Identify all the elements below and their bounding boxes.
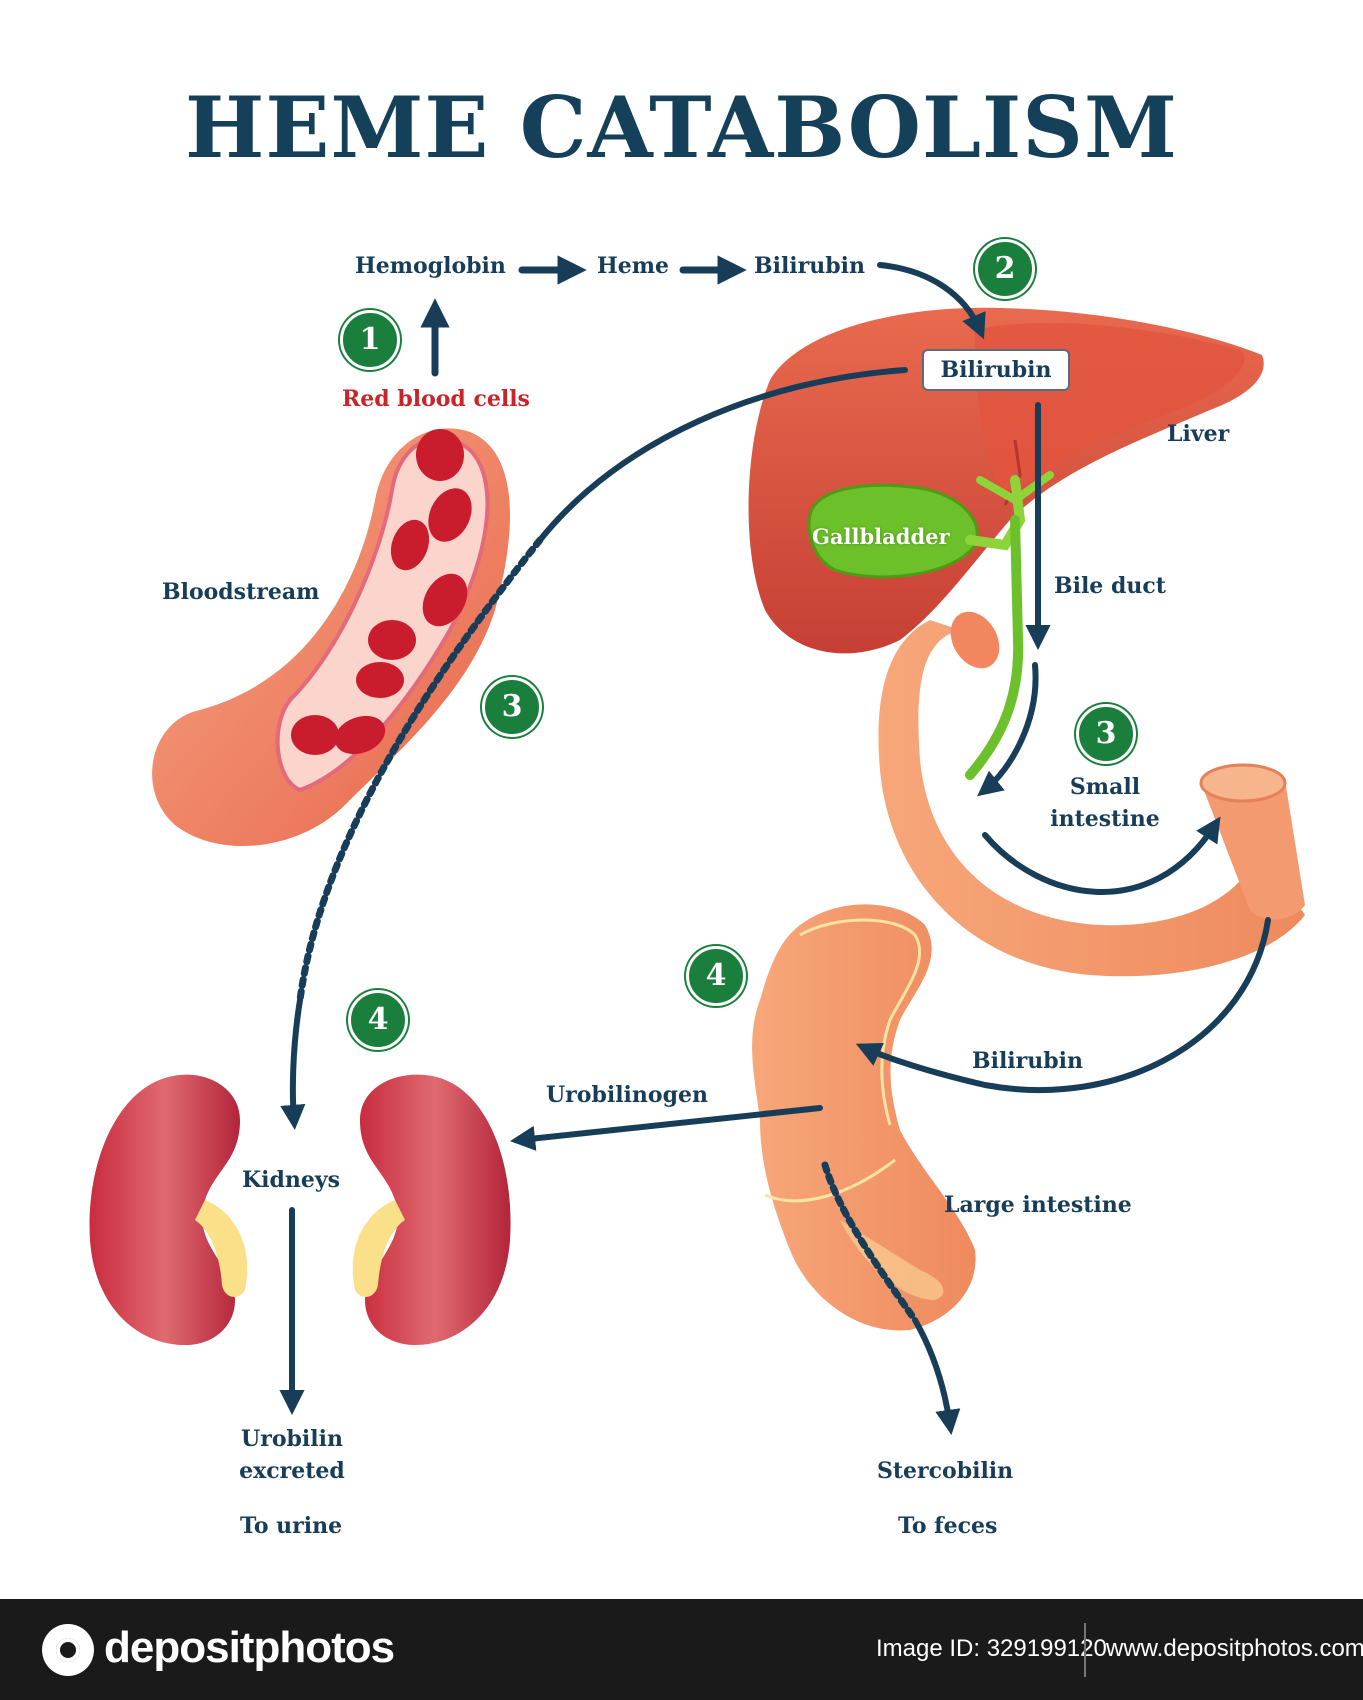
- arrow-liver-bloodstream: [537, 367, 908, 543]
- footer-bar: depositphotos Image ID: 329199120 www.de…: [0, 1599, 1363, 1700]
- urobilinogen-label: Urobilinogen: [546, 1082, 708, 1108]
- to-feces-label: To feces: [898, 1513, 998, 1539]
- step-badge-1: 1: [340, 310, 400, 370]
- arrow-to-feces: [912, 1317, 961, 1435]
- arrow-urobilinogen-to-kidney: [509, 1105, 823, 1151]
- footer-image-id: Image ID: 329199120: [876, 1635, 1107, 1662]
- arrow-small-intestine-curve: [982, 816, 1221, 895]
- stercobilin-label: Stercobilin: [877, 1458, 1014, 1484]
- gallbladder-label: Gallbladder: [812, 524, 950, 549]
- red-blood-cells-label: Red blood cells: [342, 386, 530, 412]
- arrow-to-large-intestine: [855, 917, 1271, 1094]
- bloodstream-label: Bloodstream: [162, 579, 320, 605]
- step-badge-3-bloodstream: 3: [482, 677, 542, 737]
- arrow-into-small-intestine: [977, 662, 1039, 797]
- liver-bilirubin-box: Bilirubin: [922, 349, 1070, 391]
- bile-duct-label: Bile duct: [1054, 573, 1166, 599]
- blood-vessel-illustration: [152, 428, 510, 847]
- pathway-arrows: [279, 255, 1271, 1435]
- large-intestine-illustration: [752, 904, 976, 1331]
- arrow-bilirubin-liver: [877, 262, 986, 340]
- gallbladder-illustration: [807, 471, 1054, 780]
- small-intestine-illustration: [878, 611, 1305, 977]
- arrow-to-kidney: [280, 997, 306, 1131]
- heme-label: Heme: [597, 253, 670, 279]
- liver-label: Liver: [1167, 421, 1230, 447]
- step-badge-4-large-intestine: 4: [686, 946, 746, 1006]
- step-badge-2: 2: [975, 239, 1035, 299]
- bilirubin-large-intestine-label: Bilirubin: [972, 1048, 1083, 1074]
- to-urine-label: To urine: [240, 1513, 343, 1539]
- bilirubin-top-label: Bilirubin: [754, 253, 865, 279]
- hemoglobin-label: Hemoglobin: [355, 253, 506, 279]
- kidneys-label: Kidneys: [242, 1167, 341, 1193]
- urobilin-excreted-label: Urobilin excreted: [239, 1426, 345, 1484]
- depositphotos-logo-icon: [42, 1624, 94, 1676]
- kidneys-illustration: [89, 1074, 511, 1345]
- footer-website[interactable]: www.depositphotos.com: [1106, 1635, 1363, 1662]
- large-intestine-label: Large intestine: [944, 1192, 1132, 1218]
- footer-brand: depositphotos: [104, 1623, 395, 1672]
- arrow-bloodstream-kidney-dashed: [296, 536, 544, 1004]
- small-intestine-label: Small intestine: [1050, 774, 1160, 832]
- step-badge-4-kidneys: 4: [348, 990, 408, 1050]
- arrow-large-intestine-dashed: [821, 1161, 919, 1324]
- footer-divider: [1084, 1623, 1086, 1677]
- step-badge-3-small-intestine: 3: [1076, 704, 1136, 764]
- page-title: HEME CATABOLISM: [185, 78, 1178, 177]
